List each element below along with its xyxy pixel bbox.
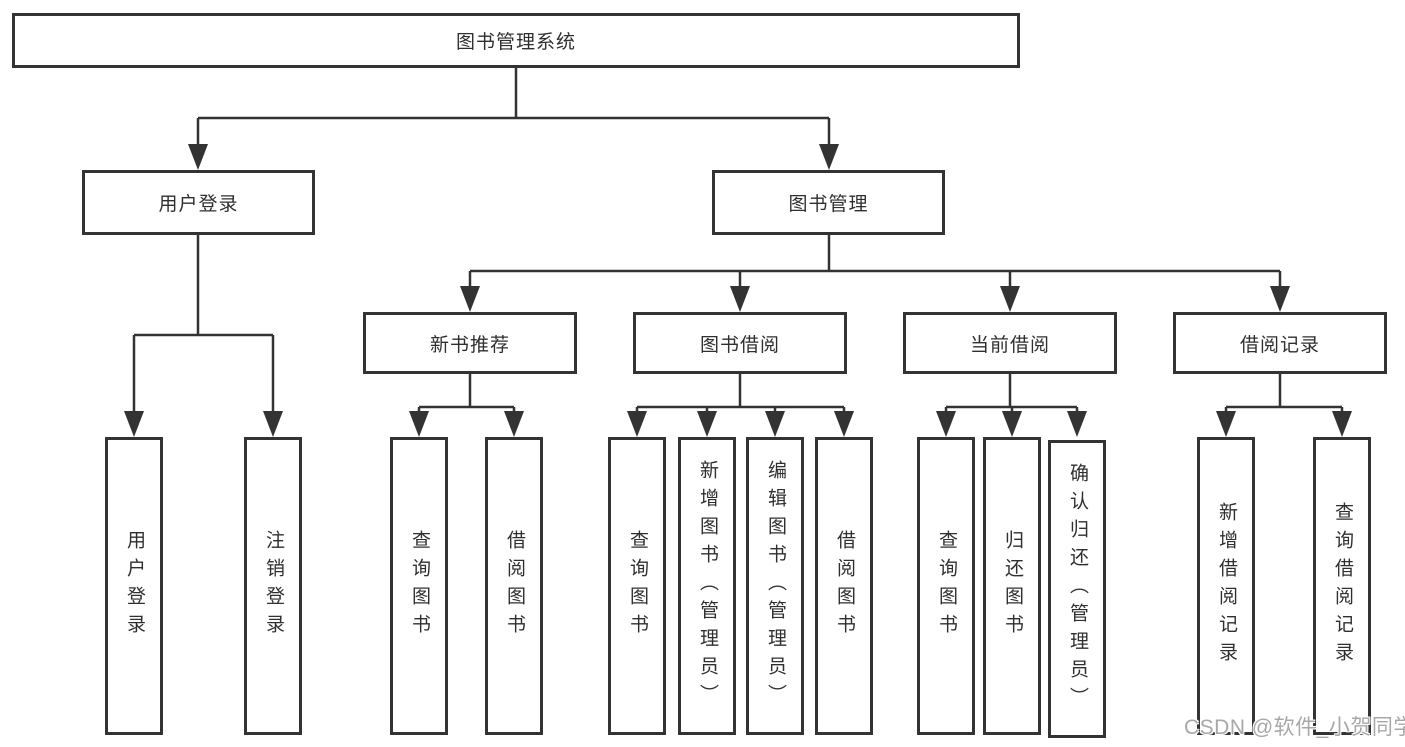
leaf-borrow-books-recommend: 借阅图书 [485,437,543,735]
node-current-borrow: 当前借阅 [903,312,1117,374]
node-new-book-recommend: 新书推荐 [363,312,577,374]
leaf-query-books-borrow: 查询图书 [608,437,666,735]
leaf-add-books-admin: 新增图书（管理员） [678,437,736,735]
leaf-add-borrow-record: 新增借阅记录 [1197,437,1255,735]
watermark: CSDN @软件_小贺同学 [1184,716,1405,739]
leaf-return-books: 归还图书 [983,437,1041,735]
leaf-user-login: 用户登录 [105,437,163,735]
node-book-management: 图书管理 [712,170,945,235]
node-book-borrow: 图书借阅 [633,312,847,374]
leaf-query-books-current: 查询图书 [917,437,975,735]
node-user-login: 用户登录 [82,170,315,235]
node-borrow-record: 借阅记录 [1173,312,1387,374]
leaf-logout: 注销登录 [244,437,302,735]
leaf-query-borrow-record: 查询借阅记录 [1313,437,1371,735]
node-system-root: 图书管理系统 [12,13,1020,68]
leaf-confirm-return-admin: 确认归还（管理员） [1048,440,1106,738]
leaf-query-books-recommend: 查询图书 [390,437,448,735]
leaf-borrow-books: 借阅图书 [815,437,873,735]
arrowheads [124,144,1352,437]
leaf-edit-books-admin: 编辑图书（管理员） [746,437,804,735]
